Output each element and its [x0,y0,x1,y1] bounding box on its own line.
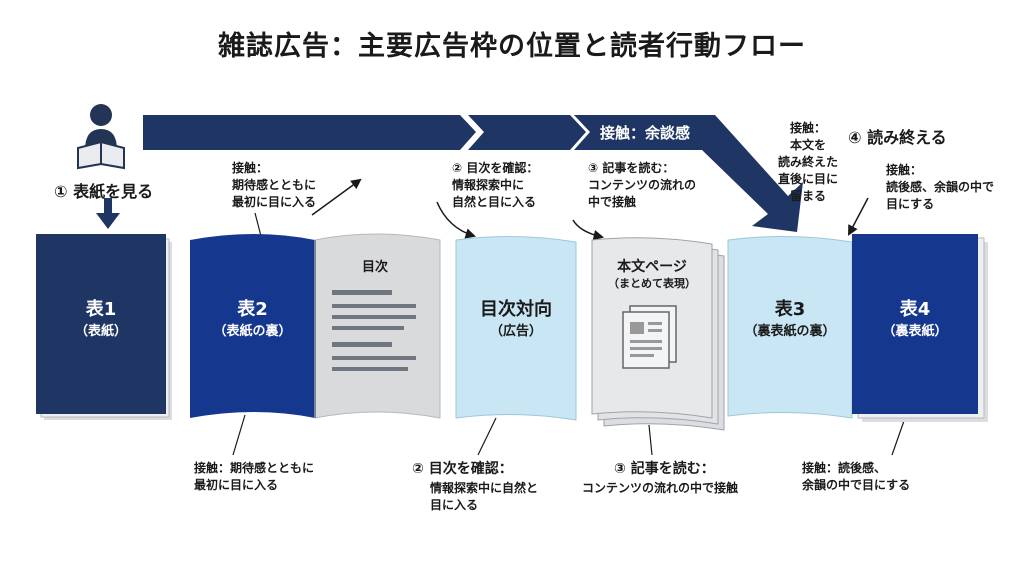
arrow-to-mokuji-taiko [436,201,477,239]
document-icon [622,305,677,369]
hyo4-main: 表4 [899,299,931,320]
note-bottom-hyo2: 接触：期待感とともに 最初に目に入る [194,461,315,492]
hyo1-label: 表1 （表紙） [36,298,166,342]
note-top-hyo3: 接触： 本文を 読み終えた 直後に目に 留まる [778,121,839,203]
banner-label: 接触：余談感 [600,124,691,142]
step-4-label: ④ 読み終える [848,128,947,147]
mokuji-label: 目次 [315,258,435,278]
hyo1-main: 表1 [85,299,117,320]
page-mokuji-taiko [455,235,577,421]
honbun-sub: （まとめて表現） [608,277,696,290]
leader-honbun-bottom [648,424,653,456]
mokuji-taiko-main: 目次対向 [480,299,552,320]
mokuji-taiko-label: 目次対向 （広告） [456,298,576,342]
note-bottom-mokuji-title: ② 目次を確認： [412,461,513,477]
banner-segment-2 [468,115,586,150]
hyo2-label: 表2 （表紙の裏） [190,298,315,342]
hyo4-sub: （裏表紙） [882,324,948,339]
leader-hyo2-bottom [232,414,246,456]
note-top-mokuji: ② 目次を確認： 情報探索中に 自然と目に入る [452,161,539,209]
arrow-to-hyo4 [848,197,869,236]
step-1-label: ① 表紙を見る [54,182,154,201]
honbun-main: 本文ページ [617,259,687,275]
hyo4-label: 表4 （裏表紙） [852,298,978,342]
hyo3-main: 表3 [774,299,806,320]
hyo3-sub: （裏表紙の裏） [744,324,836,339]
note-bottom-honbun: コンテンツの流れの中で接触 [582,481,739,495]
hyo2-main: 表2 [237,299,268,320]
mokuji-taiko-sub: （広告） [489,324,542,339]
reader-down-arrow [96,198,120,229]
hyo3-label: 表3 （裏表紙の裏） [728,298,852,342]
note-top-hyo4: 接触： 読後感、余韻の中で 目にする [886,163,995,211]
note-top-honbun: ③ 記事を読む： コンテンツの流れの 中で接触 [588,161,697,209]
reader-person-icon [77,104,125,170]
flow-banner [143,115,803,232]
note-bottom-honbun-title: ③ 記事を読む： [614,461,715,477]
mokuji-main: 目次 [361,260,388,275]
page-hyo3 [727,235,853,419]
page-title: 雑誌広告：主要広告枠の位置と読者行動フロー [218,31,806,62]
leader-mokuji-bottom [477,417,497,456]
note-bottom-hyo4: 接触：読後感、 余韻の中で目にする [802,461,911,492]
page-hyo1 [36,234,172,420]
hyo1-sub: （表紙） [74,324,127,339]
arrow-to-honbun [572,219,605,241]
banner-segment-1 [143,115,476,150]
note-bottom-mokuji: 情報探索中に自然と 目に入る [430,481,539,512]
note-top-hyo2: 接触： 期待感とともに 最初に目に入る [232,161,317,209]
leader-hyo4-bottom [891,417,906,456]
honbun-label: 本文ページ （まとめて表現） [592,258,712,292]
hyo2-sub: （表紙の裏） [213,324,292,339]
mokuji-text-lines [332,290,416,371]
arrow-to-hyo2 [311,178,362,216]
page-hyo4 [852,234,988,422]
banner-segment-3 [574,115,803,232]
